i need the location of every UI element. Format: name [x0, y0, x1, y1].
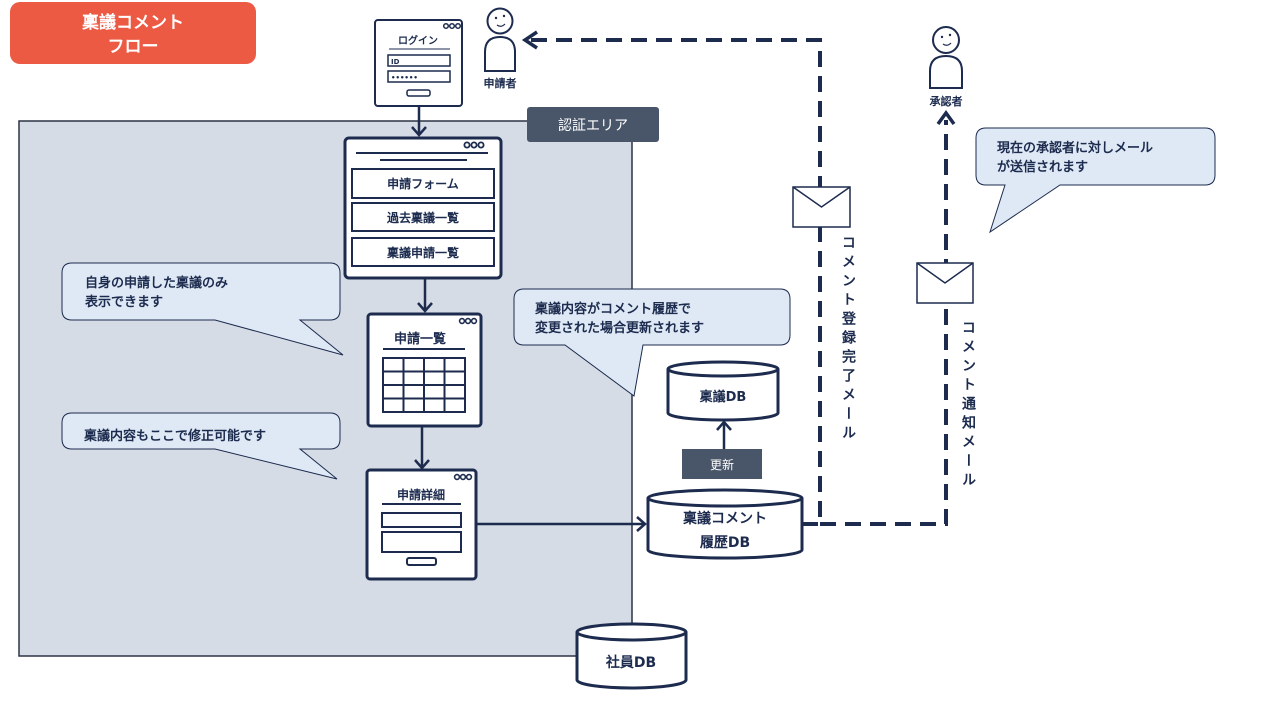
login-title: ログイン [398, 34, 438, 47]
employee-db-label: 社員DB [605, 654, 656, 671]
history-db-label-line-2: 履歴DB [700, 534, 750, 551]
ringi-db: 稟議DB [666, 360, 780, 422]
applicant-person-icon [484, 7, 516, 72]
callout-text: 現在の承認者に対しメール [997, 140, 1153, 156]
detail-window-title: 申請詳細 [397, 487, 445, 502]
menu-item-label: 過去稟議一覧 [386, 210, 459, 225]
update-label: 更新 [710, 457, 734, 472]
auth-area-label-text: 認証エリア [558, 118, 628, 134]
detail-field [381, 512, 462, 528]
employee-db: 社員DB [575, 622, 688, 690]
callout-text: 自身の申請した稟議のみ [85, 275, 228, 291]
dashed-mail-line-notification [820, 110, 956, 526]
callout-text: 稟議内容がコメント履歴で [534, 301, 691, 317]
arrow-update-to-ringi-db [716, 420, 732, 449]
login-button [406, 89, 431, 97]
callout-editable-here: 稟議内容もここで修正可能です [61, 412, 341, 480]
menu-item-label: 稟議申請一覧 [387, 245, 459, 260]
dashed-mail-line-registration [521, 30, 822, 526]
login-id-field [387, 54, 451, 67]
menu-item-ringi-application-list: 稟議申請一覧 [351, 237, 495, 267]
window-controls-icon [463, 141, 485, 149]
update-label-box: 更新 [682, 449, 762, 479]
callout-text: 変更された場合更新されます [535, 320, 704, 336]
envelope-icon [916, 262, 974, 304]
callout-history-update: 稟議内容がコメント履歴で 変更された場合更新されます [513, 288, 791, 397]
window-controls-icon [442, 22, 462, 30]
window-controls-icon [458, 317, 478, 325]
menu-item-past-ringi-list: 過去稟議一覧 [351, 202, 495, 232]
ringi-db-label: 稟議DB [699, 389, 747, 405]
window-controls-icon [453, 473, 473, 481]
approver-person-icon [929, 26, 963, 89]
mail-label-registration-complete: コメント登録完了メール [840, 235, 856, 444]
application-detail-window: 申請詳細 [365, 468, 478, 581]
callout-text: が送信されます [997, 159, 1088, 175]
callout-approver-mail: 現在の承認者に対しメール が送信されます [975, 127, 1216, 234]
envelope-icon [792, 186, 851, 228]
approver-label: 承認者 [930, 94, 963, 108]
arrow-list-to-detail [414, 426, 430, 470]
comment-history-db: 稟議コメント 履歴DB [646, 488, 804, 560]
callout-own-applications: 自身の申請した稟議のみ 表示できます [61, 262, 344, 356]
login-window: ログイン ID •••••• [374, 19, 463, 107]
menu-item-application-form: 申請フォーム [351, 168, 495, 199]
callout-text: 表示できます [84, 294, 163, 310]
arrow-detail-to-history-db [476, 516, 647, 532]
title-line-2: フロー [108, 37, 159, 57]
title-line-1: 稟議コメント [82, 12, 184, 33]
callout-text: 稟議内容もここで修正可能です [83, 428, 266, 444]
menu-item-label: 申請フォーム [387, 176, 459, 191]
auth-area-label: 認証エリア [527, 107, 659, 142]
list-window-title: 申請一覧 [394, 331, 446, 347]
detail-textarea [381, 531, 462, 553]
arrow-menu-to-list [417, 278, 433, 313]
mail-label-notification: コメント通知メール [960, 320, 976, 491]
menu-window: 申請フォーム 過去稟議一覧 稟議申請一覧 [343, 136, 503, 280]
history-db-label-line-1: 稟議コメント [682, 510, 767, 527]
auth-area [18, 120, 633, 657]
title-badge: 稟議コメント フロー [10, 2, 256, 64]
table-grid [382, 357, 466, 413]
application-list-window: 申請一覧 [366, 312, 483, 428]
login-id-placeholder: ID [391, 58, 400, 66]
applicant-label: 申請者 [484, 76, 517, 90]
login-password-placeholder: •••••• [391, 74, 418, 82]
detail-button [406, 557, 437, 566]
arrow-login-to-menu [411, 106, 427, 137]
login-password-field [387, 70, 451, 83]
